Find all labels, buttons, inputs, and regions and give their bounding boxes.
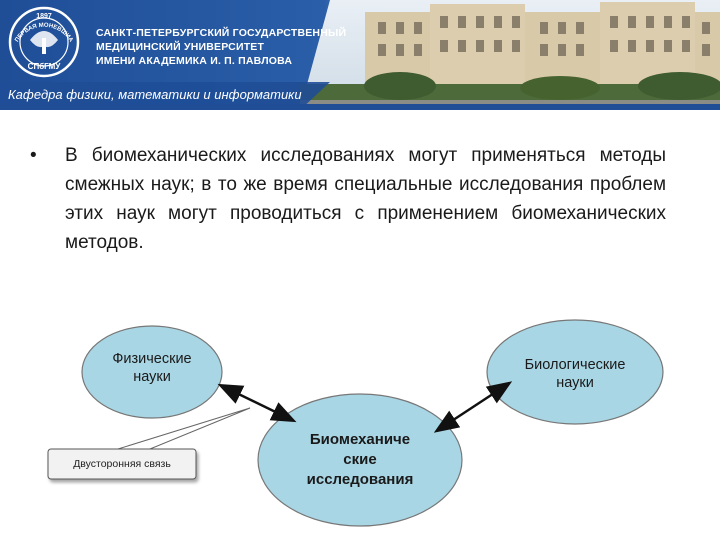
university-line-2: МЕДИЦИНСКИЙ УНИВЕРСИТЕТ — [96, 41, 265, 53]
node-biomech-label-line1: Биомеханиче — [309, 431, 411, 448]
paragraph-text: В биомеханических исследованиях могут пр… — [65, 145, 666, 253]
university-line-1: САНКТ-ПЕТЕРБУРГСКИЙ ГОСУДАРСТВЕННЫЙ — [96, 27, 347, 39]
node-physics-label-line1: Физические — [112, 351, 192, 367]
arrow-biology-biomechanics — [433, 381, 513, 433]
relationship-diagram — [47, 319, 664, 527]
department-title: Кафедра физики, математики и информатики — [8, 87, 302, 102]
callout-box — [47, 448, 197, 480]
bullet-marker: • — [30, 145, 37, 166]
node-biology-label-line2: науки — [556, 375, 594, 391]
node-physics-sciences — [81, 325, 223, 419]
node-physics-label-line2: науки — [133, 369, 171, 385]
node-biomech-label: Биомеханиче ские исследования — [280, 430, 440, 490]
node-biomech-label-line3: исследования — [306, 471, 414, 488]
callout-label: Двусторонняя связь — [73, 458, 171, 470]
seal-abbrev: СПбГМУ — [28, 62, 62, 71]
node-biology-sciences — [486, 319, 664, 425]
node-biomechanics-research — [257, 393, 463, 527]
node-biomech-label-line2: ские — [343, 451, 377, 468]
arrow-physics-biomechanics — [217, 383, 297, 423]
university-name: САНКТ-ПЕТЕРБУРГСКИЙ ГОСУДАРСТВЕННЫЙ МЕДИ… — [96, 26, 346, 68]
node-physics-label: Физические науки — [92, 350, 212, 386]
seal-year: 1897 — [36, 13, 52, 20]
university-seal-icon: 1897 СПбГМУ ПЕРВАЯ МОНЕВШИА — [8, 6, 80, 78]
university-line-3: ИМЕНИ АКАДЕМИКА И. П. ПАВЛОВА — [96, 55, 293, 67]
university-building-photo — [300, 0, 720, 110]
bullet-paragraph: • В биомеханических исследованиях могут … — [30, 141, 666, 257]
node-biology-label: Биологические науки — [495, 356, 655, 392]
header-banner: 1897 СПбГМУ ПЕРВАЯ МОНЕВШИА САНКТ-ПЕТЕРБ… — [0, 0, 720, 110]
node-biology-label-line1: Биологические — [524, 357, 626, 373]
